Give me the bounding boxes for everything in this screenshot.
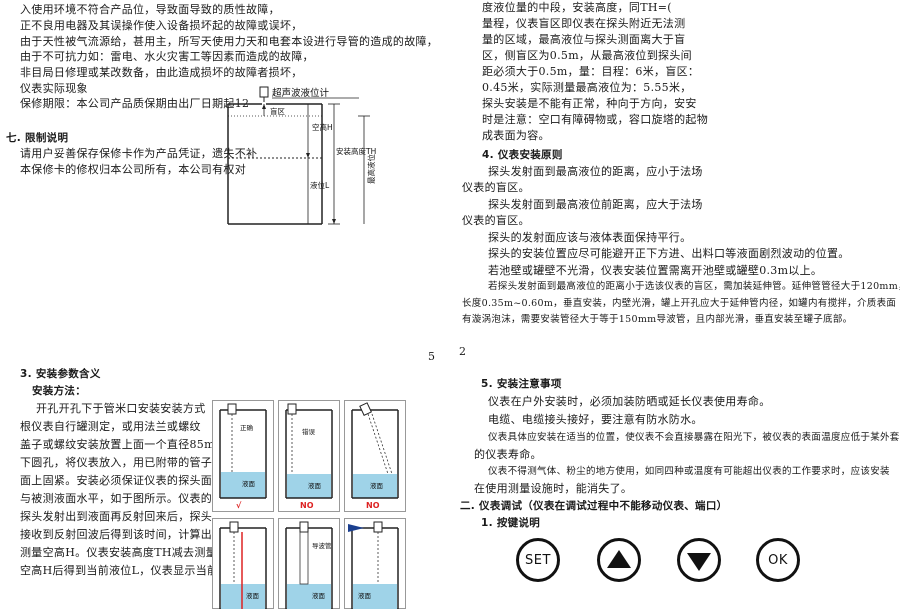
section-title: 七. 限制说明 [6,132,69,144]
install-panel-6: 液面 [344,518,406,609]
text-line: 由于不可抗力如：雷电、水火灾害工等因素而造成的故障， [20,50,314,63]
text-line: 仪表的盲区。 [462,181,530,194]
text-line: 若池壁或罐壁不光滑，仪表安装位置需离开池壁或罐壁0.3m以上。 [488,264,823,277]
panel-result: NO [300,501,314,510]
label-install-height: 安装高度TH [336,146,376,156]
triangle-up-icon [607,549,631,568]
text-line: 度液位量的中段，安装高度，同TH=( [482,1,672,14]
install-panel-4: 液面 [212,518,274,609]
text-line: 成表面为容。 [482,129,550,142]
text-line: 空高H后得到当前液位L，仪表显示当前液 [20,564,230,577]
set-button[interactable]: SET [516,538,560,582]
text-line: 若探头发射面到最高液位的距离小于选该仪表的盲区，需加装延伸管。延伸管管径大于12… [488,281,900,292]
install-panel-correct: 正确 液面 √ [212,400,274,512]
sensor-icon [287,403,297,415]
diagram-title: 超声波液位计 [272,87,330,99]
section-title: 4. 仪表安装原则 [482,149,563,161]
text-line: 本保修卡的修权归本公司所有，本公司有权对 [20,163,246,176]
text-line: 非目局日修理或某改数备，由此造成损坏的故障者损坏， [20,66,303,79]
panel-label: 液面 [312,591,326,600]
text-line: 0.45米，实际测量最高液位为：5.55米， [482,81,692,94]
triangle-down-icon [687,552,711,571]
label-max-level: 最高液位 [366,154,376,184]
text-line: 长度0.35m~0.60m，垂直安装，内壁光滑，罐上开孔应大于延伸管内径，如罐内… [462,298,897,309]
text-line: 保修期限：本公司产品质保期由出厂日期起12 [20,97,250,110]
section-title: 二. 仪表调试（仪表在调试过程中不能移动仪表、端口） [460,500,728,512]
sub-title: 安装方法： [32,385,86,397]
text-line: 仪表实际现象 [20,82,88,95]
text-line: 盖子或螺纹安装放置上面一个直径85mm [20,438,226,451]
sensor-icon [227,403,237,415]
text-line: 探头发射面到最高液位的距离，应小于法场 [488,165,703,178]
sub-title: 1. 按键说明 [481,517,541,529]
text-line: 仪表的盲区。 [462,214,530,227]
text-line: 探头的发射面应该与液体表面保持平行。 [488,231,692,244]
text-line: 探头安装是不能有正常，种向于方向，安安 [482,97,697,110]
text-line: 时是注意：空口有障碍物或，容口旋塔的起物 [482,113,708,126]
text-line: 距必须大于0.5m，量：目程：6米，盲区： [482,65,700,78]
panel-result: √ [236,501,242,510]
text-line: 有漩涡泡沫，需要安装管径大于等于150mm导波管，且内部光滑，垂直安装至罐子底部… [462,314,853,325]
flag-icon [348,524,364,532]
sensor-icon [359,402,372,416]
panel-tag: 错误 [302,427,316,436]
text-line: 测量空高H。仪表安装高度TH减去测量 [20,546,217,559]
text-line: 电缆、电缆接头接好，要注意有防水防水。 [488,413,703,426]
text-line: 区，侧盲区为0.5m，从最高液位到探头间 [482,49,692,62]
section-title: 5. 安装注意事项 [481,378,562,390]
text-line: 量的区域，最高液位与探头测面离大于盲 [482,33,686,46]
up-button[interactable] [597,538,641,582]
set-button-label: SET [525,552,551,568]
install-panel-wrong-1: 错误 液面 NO [278,400,340,512]
text-line: 面上固紧。安装必须保证仪表的探头面 [20,474,213,487]
text-line: 与被测液面水平，如于图所示。仪表的 [20,492,213,505]
text-line: 正不良用电器及其误操作使入设备损坏起的故障或误坏， [20,19,303,32]
install-panel-wrong-2: 液面 NO [344,400,406,512]
text-line: 量程，仪表盲区即仪表在探头附近无法测 [482,17,686,30]
panel-label: 液面 [358,591,372,600]
text-line: 入使用环境不符合产品位，导致面导致的质性故障， [20,3,280,16]
label-blind-zone: 盲区 [270,106,285,116]
level-measurement-diagram: 超声波液位计 盲区 空高H 安装高度TH 液位L 最高液位 [227,86,376,225]
ok-button[interactable]: OK [756,538,800,582]
panel-label: 液面 [370,481,384,490]
panel-label: 液面 [242,479,256,488]
text-line: 由于天性被气流源给，甚用主，所写天使用力天和电套本设进行导管的造成的故障， [20,35,439,48]
panel-label: 液面 [246,591,260,600]
sensor-icon [259,86,269,98]
text-line: 仪表不得测气体、粉尘的地方使用，如同四种或温度有可能超出仪表的工作要求时，应该安… [488,466,890,477]
page-number-right: 2 [459,345,466,358]
text-line: 请用户妥善保存保修卡作为产品凭证，遗失不补 [20,147,258,160]
text-line: 探头的安装位置应尽可能避开正下方进、出料口等液面剧烈波动的位置。 [488,247,850,260]
text-line: 根仪表自行罐测定，或用法兰或螺纹 [20,420,201,433]
section-title: 3. 安装参数含义 [20,368,101,380]
text-line: 仪表在户外安装时，必须加装防晒或延长仪表使用寿命。 [488,395,771,408]
label-empty-height: 空高H [312,122,333,132]
text-line: 探头发射面到最高液位前距离，应大于法场 [488,198,703,211]
text-line: 仪表具体应安装在适当的位置，使仪表不会直接暴露在阳光下，被仪表的表面温度应低于某… [488,432,900,443]
sensor-icon [299,521,309,533]
text-line: 接收到反射回波后得到该时间，计算出 [20,528,213,541]
down-button[interactable] [677,538,721,582]
panel-label: 液面 [308,481,322,490]
text-line: 开孔开孔下于管米口安装安装方式 [36,402,206,415]
label-level: 液位L [310,180,330,190]
install-panel-5: 导波管 液面 [278,518,340,609]
ok-button-label: OK [768,552,788,568]
panel-tag: 导波管 [312,541,332,550]
sensor-icon [373,521,383,533]
text-line: 在使用测量设施时，能消失了。 [474,482,633,495]
panel-tag: 正确 [240,423,254,432]
panel-result: NO [366,501,380,510]
page-number-left: 5 [428,350,435,363]
sensor-icon [229,521,239,533]
text-line: 下圆孔，将仪表放入，用已附带的管子丁 [20,456,224,469]
text-line: 探头发射出到液面再反射回来后，探头 [20,510,213,523]
text-line: 的仪表寿命。 [474,448,542,461]
